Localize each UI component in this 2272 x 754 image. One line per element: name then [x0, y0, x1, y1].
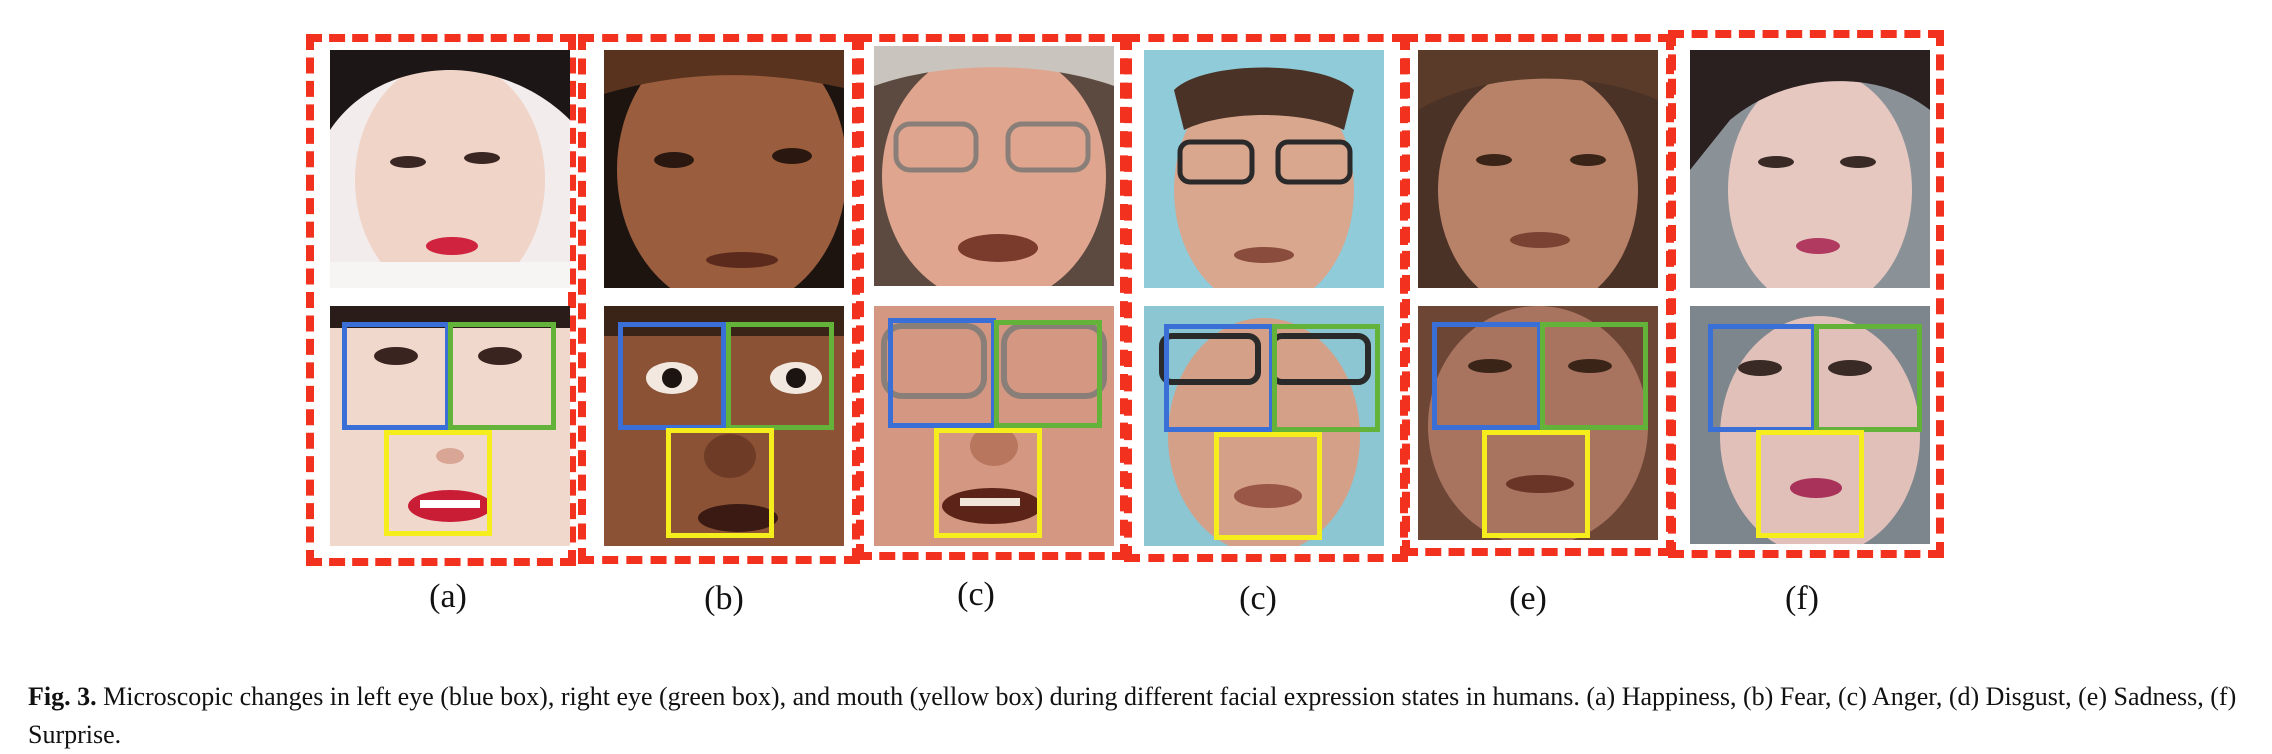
panel-f-right-eye-box	[1814, 324, 1922, 432]
panel-f-frame	[1668, 30, 1944, 558]
panel-e-left-eye-box	[1432, 322, 1542, 430]
figure-3: (a) (b) (c) (c) (e) (f)	[306, 30, 1944, 617]
panel-a-right-eye-box	[448, 322, 556, 430]
figure-caption: Fig. 3. Microscopic changes in left eye …	[28, 678, 2248, 754]
panel-f-face-photo	[1690, 50, 1930, 288]
panel-c-left-eye-box	[888, 318, 996, 428]
panel-label-b: (b)	[704, 580, 744, 617]
panel-e-face-photo	[1418, 50, 1658, 288]
panel-d-left-eye-box	[1164, 324, 1274, 432]
panel-label-f: (f)	[1785, 580, 1819, 617]
panel-label-d: (c)	[1239, 580, 1277, 617]
panel-e-right-eye-box	[1540, 322, 1648, 430]
caption-title: Fig. 3.	[28, 682, 97, 711]
panel-e-mouth-box	[1482, 430, 1590, 538]
panel-a-face-photo	[330, 50, 570, 288]
panel-label-a: (a)	[429, 578, 467, 615]
panel-d-mouth-box	[1214, 432, 1322, 540]
panel-d-right-eye-box	[1272, 324, 1380, 432]
panel-f-left-eye-box	[1708, 324, 1816, 432]
caption-text: Microscopic changes in left eye (blue bo…	[28, 682, 2237, 749]
panel-a-frame	[306, 34, 576, 566]
panel-b-left-eye-box	[618, 322, 726, 430]
panel-b-face-photo	[604, 50, 844, 288]
panel-a-left-eye-box	[342, 322, 450, 430]
panel-c-face-photo	[874, 46, 1114, 286]
panel-c-mouth-box	[934, 428, 1042, 538]
panel-b-mouth-box	[666, 428, 774, 538]
panel-f-mouth-box	[1756, 430, 1864, 538]
panel-d-face-photo	[1144, 50, 1384, 288]
panel-b-right-eye-box	[726, 322, 834, 430]
panel-label-e: (e)	[1509, 580, 1547, 617]
panel-c-right-eye-box	[994, 320, 1102, 428]
panel-a-mouth-box	[384, 430, 492, 536]
panel-label-c: (c)	[957, 576, 995, 613]
